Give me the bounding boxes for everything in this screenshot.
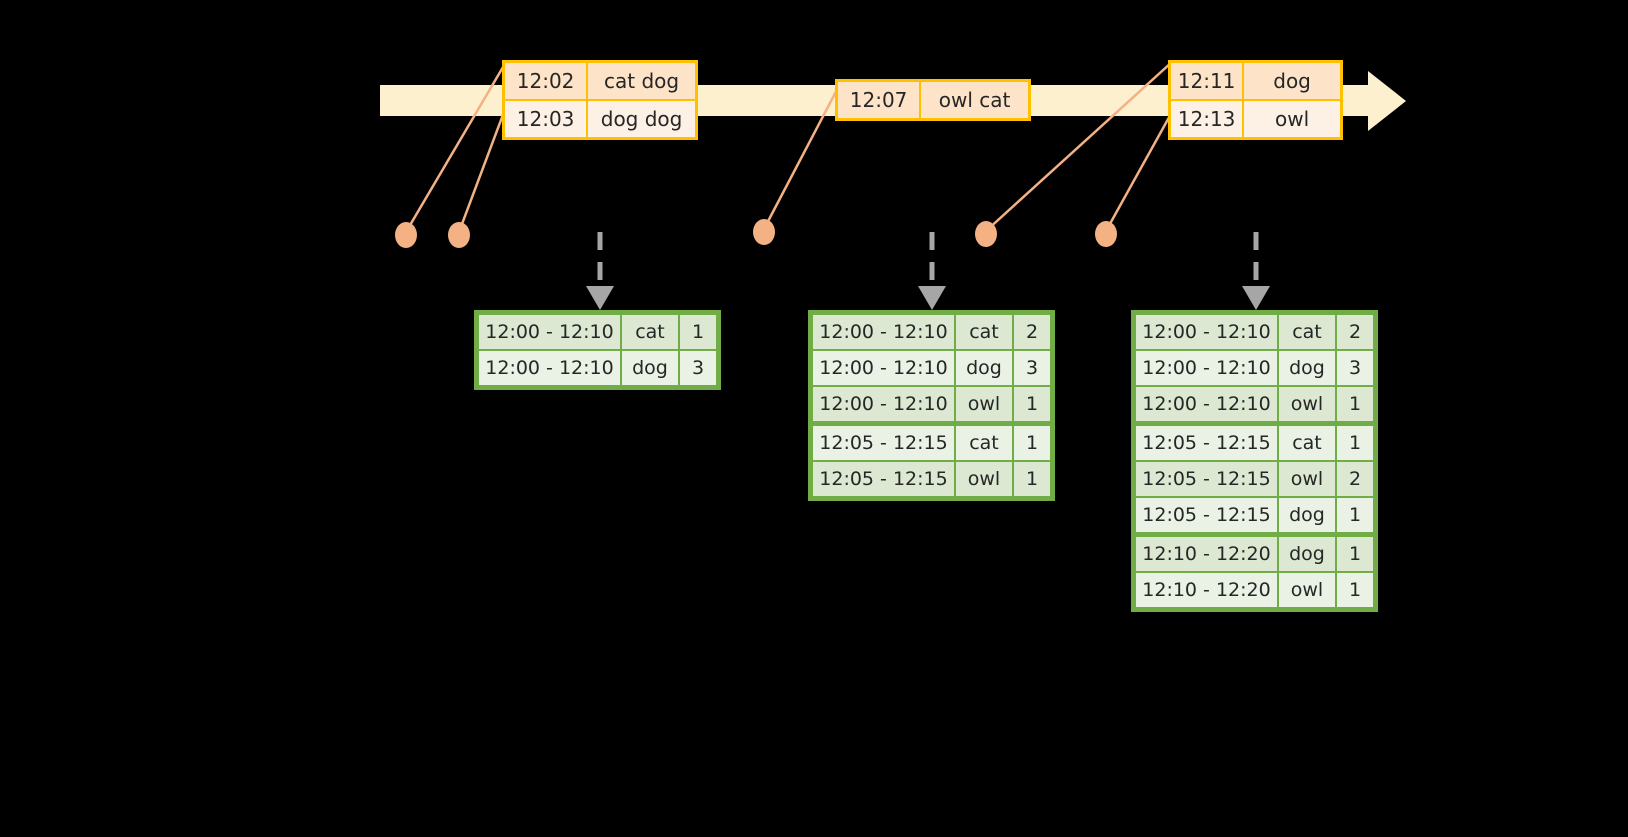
cell-window: 12:05 - 12:15 <box>1135 497 1278 533</box>
cell-window: 12:00 - 12:10 <box>812 386 955 422</box>
event-words: owl <box>1244 101 1340 137</box>
cell-count: 2 <box>1013 314 1051 350</box>
cell-count: 1 <box>1013 461 1051 497</box>
cell-window: 12:05 - 12:15 <box>1135 425 1278 461</box>
cell-count: 3 <box>1336 350 1374 386</box>
cell-count: 1 <box>1013 425 1051 461</box>
result-table-3[interactable]: 12:00 - 12:10cat212:00 - 12:10dog312:00 … <box>1131 310 1378 612</box>
table-row: 12:00 - 12:10cat2 <box>812 314 1051 350</box>
cell-window: 12:00 - 12:10 <box>812 314 955 350</box>
cell-word: cat <box>1278 425 1336 461</box>
marker-12-13 <box>1095 221 1117 247</box>
event-markers <box>395 219 1117 248</box>
event-row: 12:03 dog dog <box>505 99 695 137</box>
leader-line-12-03 <box>459 112 504 232</box>
table-row: 12:05 - 12:15owl1 <box>812 461 1051 497</box>
cell-window: 12:00 - 12:10 <box>478 350 621 386</box>
table-row: 12:05 - 12:15cat1 <box>812 422 1051 461</box>
event-words: owl cat <box>921 82 1028 118</box>
table-row: 12:00 - 12:10dog3 <box>1135 350 1374 386</box>
marker-12-02 <box>395 222 417 248</box>
table-row: 12:00 - 12:10cat1 <box>478 314 717 350</box>
cell-window: 12:10 - 12:20 <box>1135 572 1278 608</box>
event-group-a[interactable]: 12:02 cat dog 12:03 dog dog <box>502 60 698 140</box>
event-words: dog <box>1244 63 1340 99</box>
table-row: 12:10 - 12:20owl1 <box>1135 572 1374 608</box>
event-row: 12:02 cat dog <box>505 63 695 99</box>
table-row: 12:00 - 12:10dog3 <box>478 350 717 386</box>
event-row: 12:13 owl <box>1171 99 1340 137</box>
event-row: 12:11 dog <box>1171 63 1340 99</box>
cell-count: 1 <box>679 314 717 350</box>
table-row: 12:00 - 12:10owl1 <box>1135 386 1374 422</box>
table-row: 12:00 - 12:10cat2 <box>1135 314 1374 350</box>
cell-word: dog <box>1278 497 1336 533</box>
cell-count: 2 <box>1336 461 1374 497</box>
cell-count: 3 <box>1013 350 1051 386</box>
cell-word: dog <box>621 350 679 386</box>
table-row: 12:00 - 12:10dog3 <box>812 350 1051 386</box>
table-row: 12:05 - 12:15dog1 <box>1135 497 1374 533</box>
event-time: 12:13 <box>1171 101 1244 137</box>
cell-word: cat <box>621 314 679 350</box>
event-time: 12:11 <box>1171 63 1244 99</box>
event-row: 12:07 owl cat <box>838 82 1028 118</box>
cell-word: owl <box>1278 572 1336 608</box>
cell-window: 12:05 - 12:15 <box>812 461 955 497</box>
event-words: dog dog <box>588 101 695 137</box>
emit-arrowhead-2 <box>918 286 946 310</box>
cell-count: 1 <box>1336 536 1374 572</box>
marker-12-07 <box>753 219 775 245</box>
cell-window: 12:00 - 12:10 <box>1135 314 1278 350</box>
cell-window: 12:05 - 12:15 <box>1135 461 1278 497</box>
emit-arrowhead-3 <box>1242 286 1270 310</box>
cell-count: 1 <box>1336 497 1374 533</box>
emit-arrowhead-1 <box>586 286 614 310</box>
cell-window: 12:05 - 12:15 <box>812 425 955 461</box>
cell-count: 1 <box>1013 386 1051 422</box>
cell-word: owl <box>1278 386 1336 422</box>
cell-word: cat <box>1278 314 1336 350</box>
event-group-c[interactable]: 12:11 dog 12:13 owl <box>1168 60 1343 140</box>
event-words: cat dog <box>588 63 695 99</box>
event-time: 12:02 <box>505 63 588 99</box>
cell-window: 12:00 - 12:10 <box>812 350 955 386</box>
timeline-arrowhead <box>1368 71 1406 131</box>
emit-arrowheads <box>586 286 1270 310</box>
table-row: 12:00 - 12:10owl1 <box>812 386 1051 422</box>
cell-count: 2 <box>1336 314 1374 350</box>
cell-word: dog <box>955 350 1013 386</box>
cell-word: cat <box>955 425 1013 461</box>
cell-count: 1 <box>1336 572 1374 608</box>
result-table-2[interactable]: 12:00 - 12:10cat212:00 - 12:10dog312:00 … <box>808 310 1055 501</box>
event-time: 12:03 <box>505 101 588 137</box>
cell-count: 1 <box>1336 386 1374 422</box>
cell-word: owl <box>1278 461 1336 497</box>
table-row: 12:10 - 12:20dog1 <box>1135 533 1374 572</box>
marker-12-11 <box>975 221 997 247</box>
cell-window: 12:00 - 12:10 <box>1135 350 1278 386</box>
cell-word: dog <box>1278 350 1336 386</box>
event-group-b[interactable]: 12:07 owl cat <box>835 79 1031 121</box>
cell-word: owl <box>955 386 1013 422</box>
cell-word: owl <box>955 461 1013 497</box>
cell-count: 3 <box>679 350 717 386</box>
cell-window: 12:10 - 12:20 <box>1135 536 1278 572</box>
cell-count: 1 <box>1336 425 1374 461</box>
leader-line-12-13 <box>1106 112 1172 231</box>
marker-12-03 <box>448 222 470 248</box>
cell-word: dog <box>1278 536 1336 572</box>
cell-word: cat <box>955 314 1013 350</box>
event-time: 12:07 <box>838 82 921 118</box>
emit-arrows <box>600 232 1256 288</box>
table-row: 12:05 - 12:15cat1 <box>1135 422 1374 461</box>
result-table-1[interactable]: 12:00 - 12:10cat112:00 - 12:10dog3 <box>474 310 721 390</box>
cell-window: 12:00 - 12:10 <box>1135 386 1278 422</box>
cell-window: 12:00 - 12:10 <box>478 314 621 350</box>
table-row: 12:05 - 12:15owl2 <box>1135 461 1374 497</box>
